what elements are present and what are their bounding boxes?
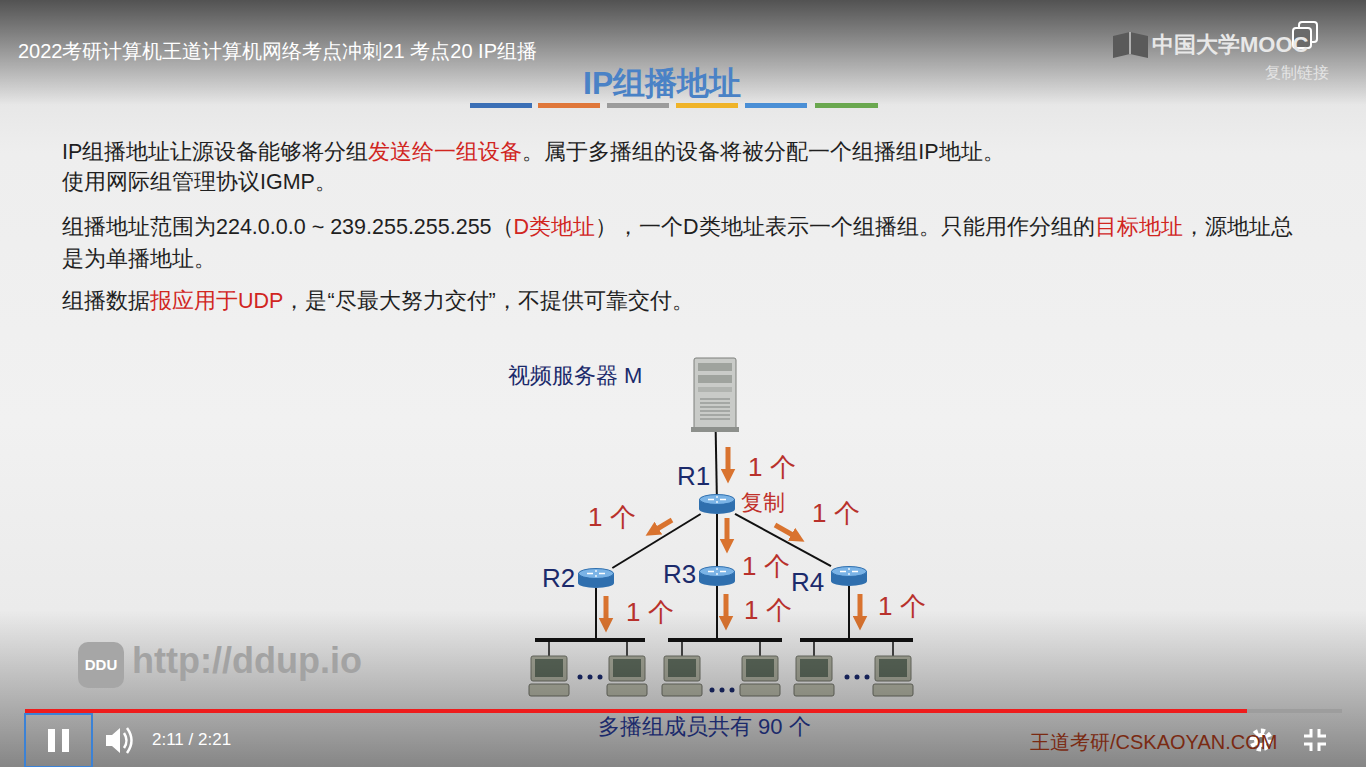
body-text: 使用网际组管理协议IGMP。 xyxy=(62,170,337,194)
router: R2 xyxy=(578,568,614,588)
router-icon xyxy=(831,566,867,586)
router: R1 xyxy=(699,494,735,514)
top-shade xyxy=(0,0,1366,105)
progress-played xyxy=(25,709,1247,713)
packet-count: 1 个 xyxy=(742,552,790,582)
figure-caption: 多播组成员共有 90 个 xyxy=(598,714,811,739)
copy-note: 复制 xyxy=(741,490,785,515)
body-text: ，是“尽最大努力交付”，不提供可靠交付。 xyxy=(283,289,693,313)
watermark-logo: DDU xyxy=(78,642,124,688)
node-label: R4 xyxy=(791,568,824,598)
packet-count: 1 个 xyxy=(744,596,792,626)
server-icon xyxy=(690,357,740,432)
router: R3 xyxy=(699,566,735,586)
highlight-text: 目标地址 xyxy=(1095,215,1183,239)
paragraph: 组播地址范围为224.0.0.0 ~ 239.255.255.255（D类地址）… xyxy=(62,211,1312,275)
bottom-shade xyxy=(0,610,1366,767)
router-icon xyxy=(699,566,735,586)
progress-track xyxy=(25,709,1342,713)
exit-fullscreen xyxy=(1304,729,1326,751)
video-title: 2022考研计算机王道计算机网络考点冲刺21 考点20 IP组播 xyxy=(18,40,537,63)
watermark-url: http://ddup.io xyxy=(132,640,362,681)
highlight-text: D类地址 xyxy=(514,215,596,239)
mooc-logo-icon xyxy=(1113,32,1148,58)
platform-logo: 中国大学MOOC xyxy=(1152,32,1308,57)
body-text: ），一个D类地址表示一个组播组。只能用作分组的 xyxy=(595,215,1095,239)
node-label: 视频服务器 M xyxy=(508,363,642,388)
packet-count: 1 个 xyxy=(812,499,860,529)
pause-button xyxy=(48,729,69,752)
node-label: R1 xyxy=(677,462,710,492)
network-link xyxy=(716,514,718,566)
volume-icon xyxy=(106,728,132,753)
node-label: R2 xyxy=(542,564,575,594)
network-link xyxy=(716,432,717,494)
packet-count: 1 个 xyxy=(626,598,674,628)
highlight-text: 报应用于UDP xyxy=(150,289,283,313)
packet-count: 1 个 xyxy=(748,453,796,483)
router: R4 xyxy=(831,566,867,586)
body-text: 组播地址范围为224.0.0.0 ~ 239.255.255.255（ xyxy=(62,215,514,239)
paragraph: 使用网际组管理协议IGMP。 xyxy=(62,166,1312,198)
body-text: 。属于多播组的设备将被分配一个组播组IP地址。 xyxy=(522,140,1004,164)
video-server: 视频服务器 M xyxy=(690,357,740,432)
router-icon xyxy=(578,568,614,588)
slide-title: IP组播地址 xyxy=(583,65,741,102)
body-text: IP组播地址让源设备能够将分组 xyxy=(62,140,368,164)
paragraph: IP组播地址让源设备能够将分组发送给一组设备。属于多播组的设备将被分配一个组播组… xyxy=(62,136,1312,168)
focus-ring xyxy=(25,714,92,767)
packet-count: 1 个 xyxy=(588,503,636,533)
packet-count: 1 个 xyxy=(878,592,926,622)
publisher-mark: 王道考研/CSKAOYAN.COM xyxy=(1030,731,1277,754)
body-text: 组播数据 xyxy=(62,289,150,313)
paragraph: 组播数据报应用于UDP，是“尽最大努力交付”，不提供可靠交付。 xyxy=(62,285,1312,317)
highlight-text: 发送给一组设备 xyxy=(368,140,522,164)
time-display: 2:11 / 2:21 xyxy=(152,730,231,750)
copy-link: 复制链接 xyxy=(1265,64,1329,82)
node-label: R3 xyxy=(663,560,696,590)
router-icon xyxy=(699,494,735,514)
